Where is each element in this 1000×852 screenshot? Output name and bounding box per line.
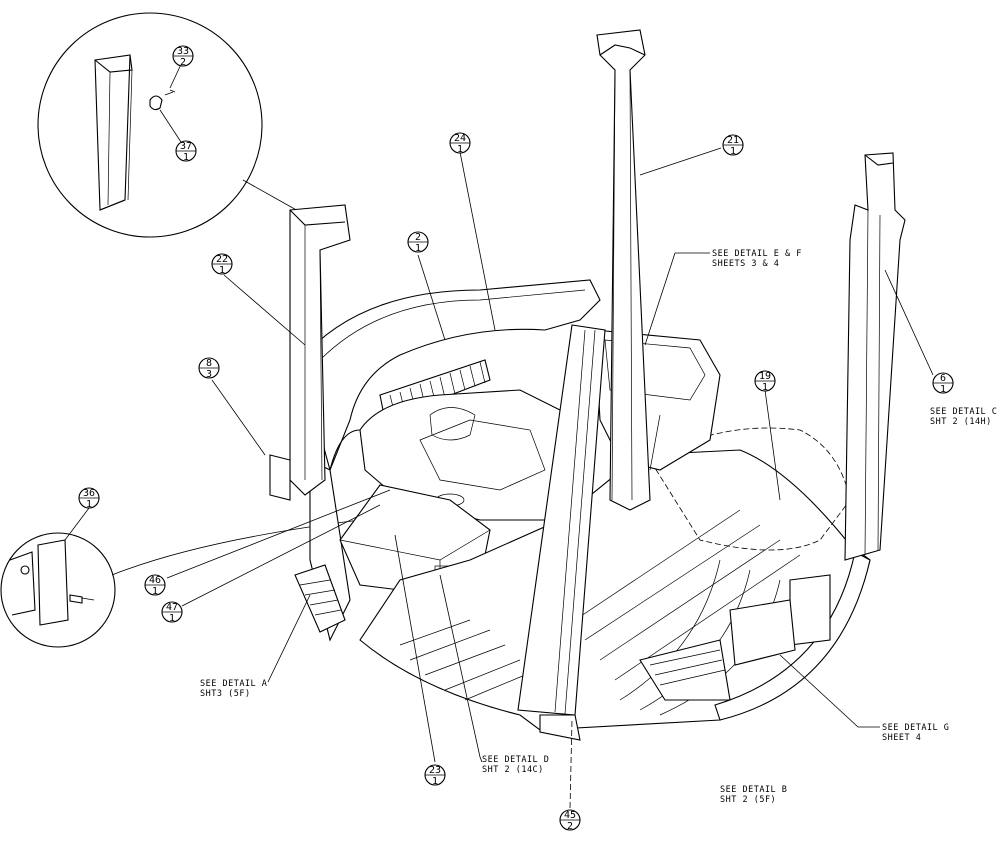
balloon-45-top: 45 — [564, 810, 576, 821]
note-detail-c-line1: SEE DETAIL C — [930, 407, 997, 417]
balloon-8: 8 3 — [198, 357, 220, 380]
balloon-23-top: 23 — [429, 765, 441, 776]
note-detail-a: SEE DETAIL A SHT3 (5F) — [200, 679, 267, 699]
note-detail-g-line2: SHEET 4 — [882, 733, 921, 743]
balloon-19: 19 1 — [754, 370, 776, 393]
note-detail-ef-line2: SHEETS 3 & 4 — [712, 259, 779, 269]
note-detail-d-line2: SHT 2 (14C) — [482, 765, 544, 775]
leader-lines — [64, 59, 934, 809]
note-detail-b-line2: SHT 2 (5F) — [720, 795, 776, 805]
balloon-47-bottom: 1 — [169, 613, 175, 624]
note-detail-c: SEE DETAIL C SHT 2 (14H) — [930, 407, 997, 427]
note-detail-b-line1: SEE DETAIL B — [720, 785, 787, 795]
cab-assembly — [294, 279, 871, 731]
note-detail-g-line1: SEE DETAIL G — [882, 723, 949, 733]
note-detail-a-line1: SEE DETAIL A — [200, 679, 267, 689]
balloon-24: 24 1 — [449, 132, 471, 155]
balloon-37-top: 37 — [180, 141, 192, 152]
balloon-47-top: 47 — [166, 602, 178, 613]
detail-view-pin — [0, 532, 116, 648]
note-detail-ef-line1: SEE DETAIL E & F — [712, 249, 802, 259]
balloon-22-top: 22 — [216, 254, 228, 265]
front-right-post — [844, 152, 906, 561]
rear-right-post — [596, 29, 651, 511]
note-detail-g: SEE DETAIL G SHEET 4 — [882, 723, 949, 743]
note-detail-b: SEE DETAIL B SHT 2 (5F) — [720, 785, 787, 805]
rear-left-post — [269, 204, 351, 501]
front-left-post — [517, 324, 606, 741]
balloon-24-top: 24 — [454, 133, 466, 144]
balloon-8-top: 8 — [206, 358, 212, 369]
balloon-23: 23 1 — [424, 764, 446, 787]
balloon-21-top: 21 — [727, 135, 739, 146]
balloon-37: 37 1 — [175, 140, 197, 163]
balloon-46-bottom: 1 — [152, 586, 158, 597]
balloon-45: 45 2 — [559, 809, 581, 832]
note-detail-d: SEE DETAIL D SHT 2 (14C) — [482, 755, 549, 775]
balloon-2-bottom: 1 — [415, 243, 421, 254]
balloon-22-bottom: 1 — [219, 265, 225, 276]
balloon-37-bottom: 1 — [183, 152, 189, 163]
balloon-22: 22 1 — [211, 253, 233, 276]
balloon-19-top: 19 — [759, 371, 771, 382]
detail-view-post-bracket — [37, 12, 263, 238]
note-detail-d-line1: SEE DETAIL D — [482, 755, 549, 765]
balloon-33-top: 33 — [177, 46, 189, 57]
balloon-36-top: 36 — [83, 488, 95, 499]
balloon-23-bottom: 1 — [432, 776, 438, 787]
balloon-46: 46 1 — [144, 574, 166, 597]
balloon-36-bottom: 1 — [86, 499, 92, 510]
note-detail-a-line2: SHT3 (5F) — [200, 689, 251, 699]
note-detail-c-line2: SHT 2 (14H) — [930, 417, 992, 427]
balloon-2-top: 2 — [415, 232, 421, 243]
balloon-33-bottom: 2 — [180, 57, 186, 68]
balloon-8-bottom: 3 — [206, 369, 212, 380]
balloon-6: 6 1 — [932, 372, 954, 395]
balloon-46-top: 46 — [149, 575, 161, 586]
balloon-36: 36 1 — [78, 487, 100, 510]
balloon-24-bottom: 1 — [457, 144, 463, 155]
balloon-6-bottom: 1 — [940, 384, 946, 395]
balloon-21-bottom: 1 — [730, 146, 736, 157]
balloon-33: 33 2 — [172, 45, 194, 68]
balloon-47: 47 1 — [161, 601, 183, 624]
balloon-2: 2 1 — [407, 231, 429, 254]
balloon-21: 21 1 — [722, 134, 744, 157]
note-detail-ef: SEE DETAIL E & F SHEETS 3 & 4 — [712, 249, 802, 269]
balloon-6-top: 6 — [940, 373, 946, 384]
balloon-19-bottom: 1 — [762, 382, 768, 393]
balloon-45-bottom: 2 — [567, 821, 573, 832]
